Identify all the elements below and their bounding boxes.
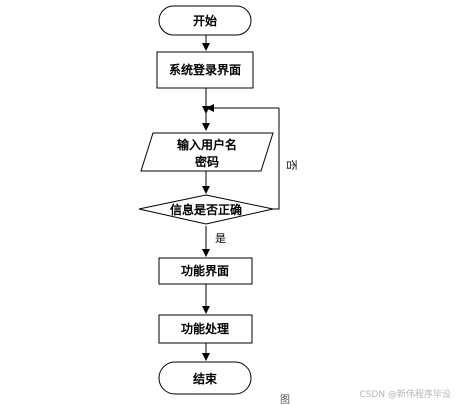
- function-page-label: 功能界面: [181, 263, 229, 278]
- end-label: 结束: [193, 371, 218, 386]
- function-process-label: 功能处理: [181, 321, 229, 336]
- start-terminal: [158, 5, 252, 36]
- start-label: 开始: [193, 13, 217, 28]
- watermark: CSDN @新伟程序毕设: [359, 388, 451, 400]
- input-label-line1: 输入用户名: [177, 137, 237, 152]
- yes-label: 是: [215, 232, 226, 245]
- loop-back-line: [273, 108, 280, 210]
- no-label: 否: [285, 160, 298, 171]
- input-parallelogram: [140, 132, 274, 172]
- login-page-label: 系统登录界面: [169, 62, 241, 77]
- login-page-box: [156, 51, 254, 89]
- function-page-box: [158, 257, 253, 285]
- figure-caption: 图: [280, 394, 290, 405]
- input-label-line2: 密码: [195, 154, 219, 169]
- function-process-box: [158, 314, 253, 344]
- end-terminal: [158, 361, 252, 395]
- decision-label: 信息是否正确: [170, 202, 242, 217]
- decision-diamond: [138, 194, 274, 225]
